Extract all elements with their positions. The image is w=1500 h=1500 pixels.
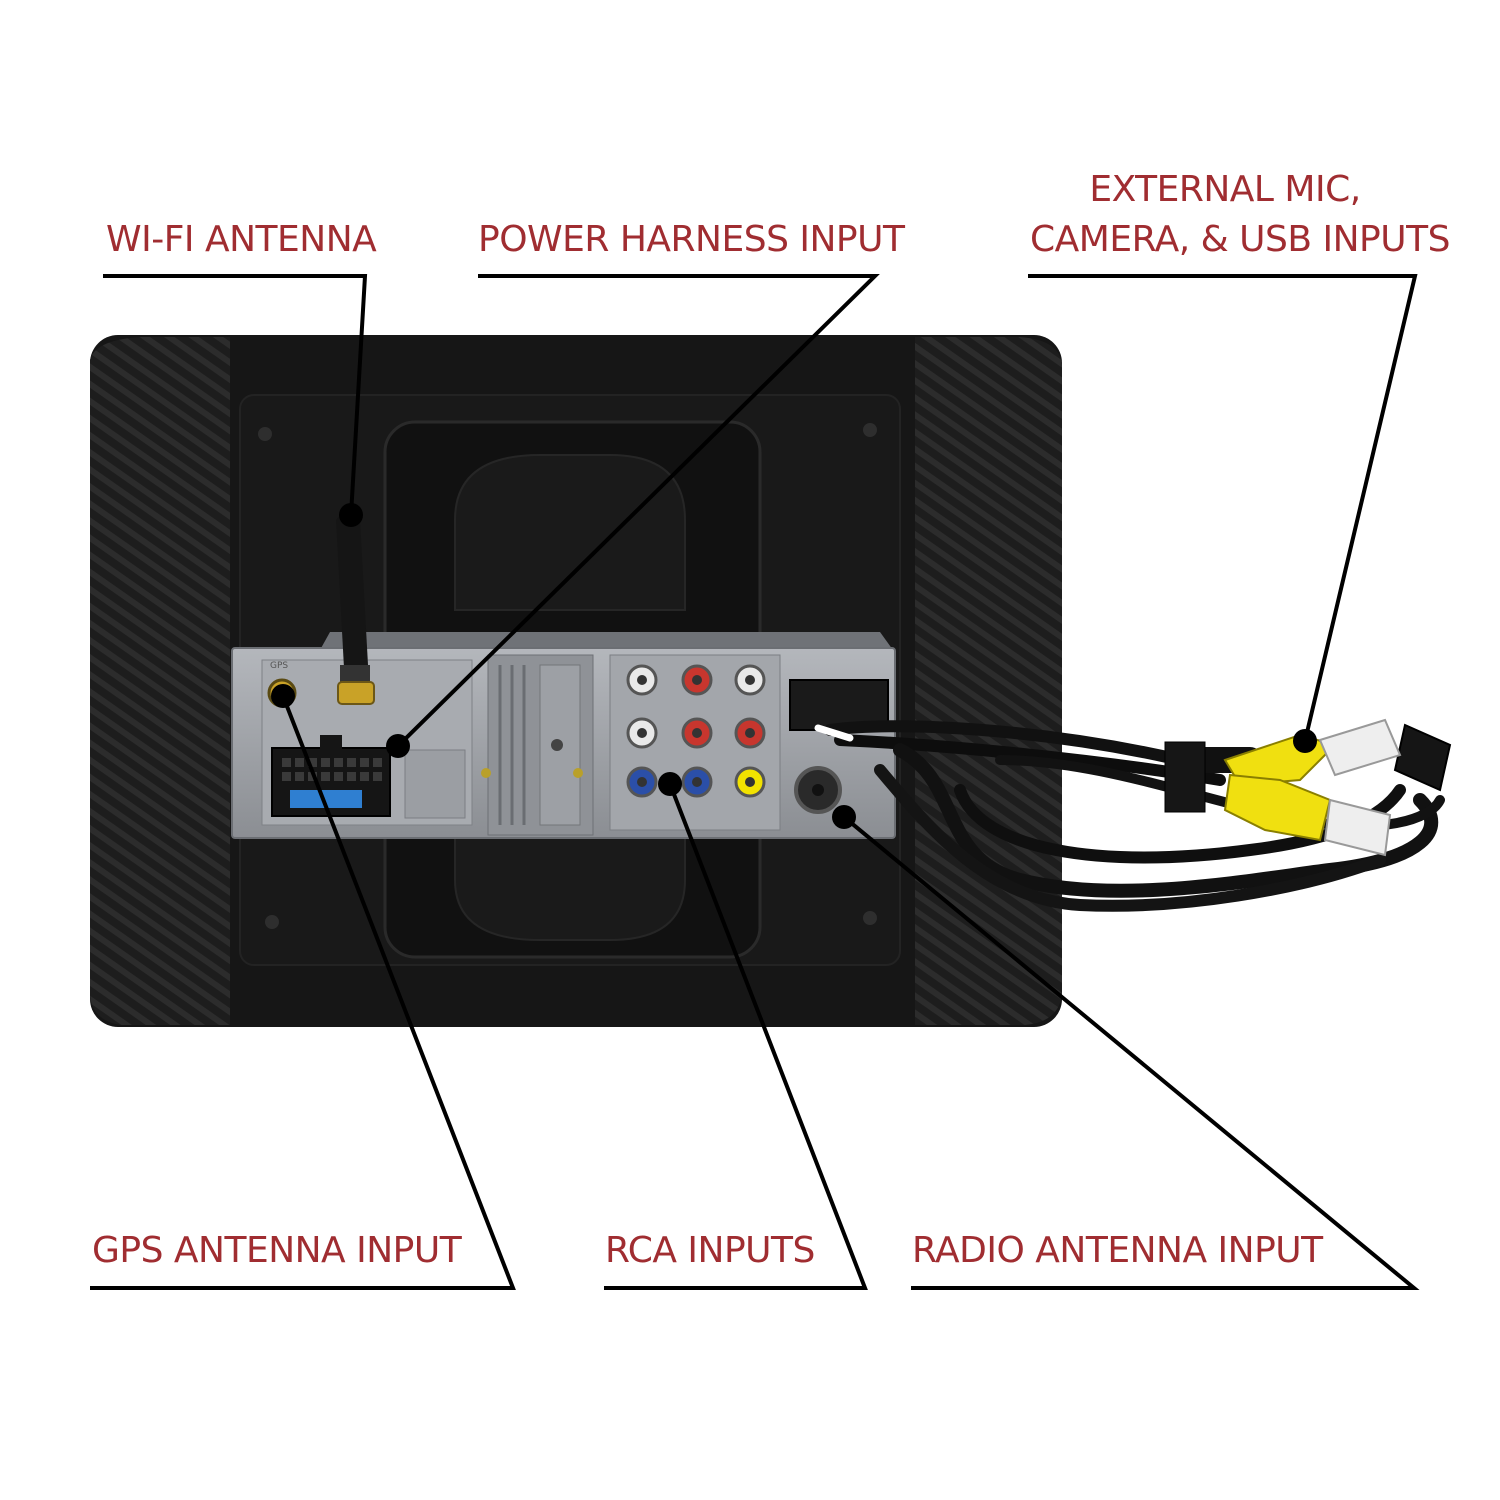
leader-radio: [841, 814, 1420, 1290]
leader-dot-icon: [1293, 729, 1317, 753]
label-external-inputs: EXTERNAL MIC, CAMERA, & USB INPUTS: [1030, 165, 1450, 265]
label-radio-antenna-input: RADIO ANTENNA INPUT: [912, 1230, 1323, 1271]
radio-chassis: GPS: [231, 632, 896, 839]
usb-plug-icon: [1393, 723, 1452, 792]
leader-dot-icon: [386, 734, 410, 758]
screw-icon: [863, 911, 877, 925]
label-rca-inputs: RCA INPUTS: [605, 1230, 815, 1271]
leader-lines: [90, 274, 1420, 1290]
leader-external: [1028, 274, 1418, 744]
leader-dot-icon: [832, 805, 856, 829]
left-ridged-grip: [90, 337, 230, 1025]
wifi-antenna-icon: [336, 510, 375, 705]
mic-rca-plug-icon: [1223, 773, 1332, 842]
label-external-line-2: CAMERA, & USB INPUTS: [1030, 219, 1450, 260]
leader-dot-icon: [658, 772, 682, 796]
label-wifi-antenna: WI-FI ANTENNA: [106, 219, 377, 260]
rca-jacks: [626, 664, 766, 798]
svg-text:GPS: GPS: [270, 661, 288, 671]
fuse-icon: [290, 790, 362, 808]
leader-power: [395, 274, 880, 749]
leader-dot-icon: [339, 503, 363, 527]
label-power-harness-input: POWER HARNESS INPUT: [478, 219, 905, 260]
screw-icon: [863, 423, 877, 437]
screw-icon: [265, 915, 279, 929]
leader-wifi: [103, 274, 368, 518]
leader-dot-icon: [271, 684, 295, 708]
screw-icon: [258, 427, 272, 441]
label-external-line-1: EXTERNAL MIC,: [1089, 169, 1361, 210]
label-gps-antenna-input: GPS ANTENNA INPUT: [92, 1230, 462, 1271]
leader-gps: [90, 693, 516, 1290]
leader-rca: [604, 781, 868, 1290]
right-ridged-grip: [915, 337, 1062, 1025]
